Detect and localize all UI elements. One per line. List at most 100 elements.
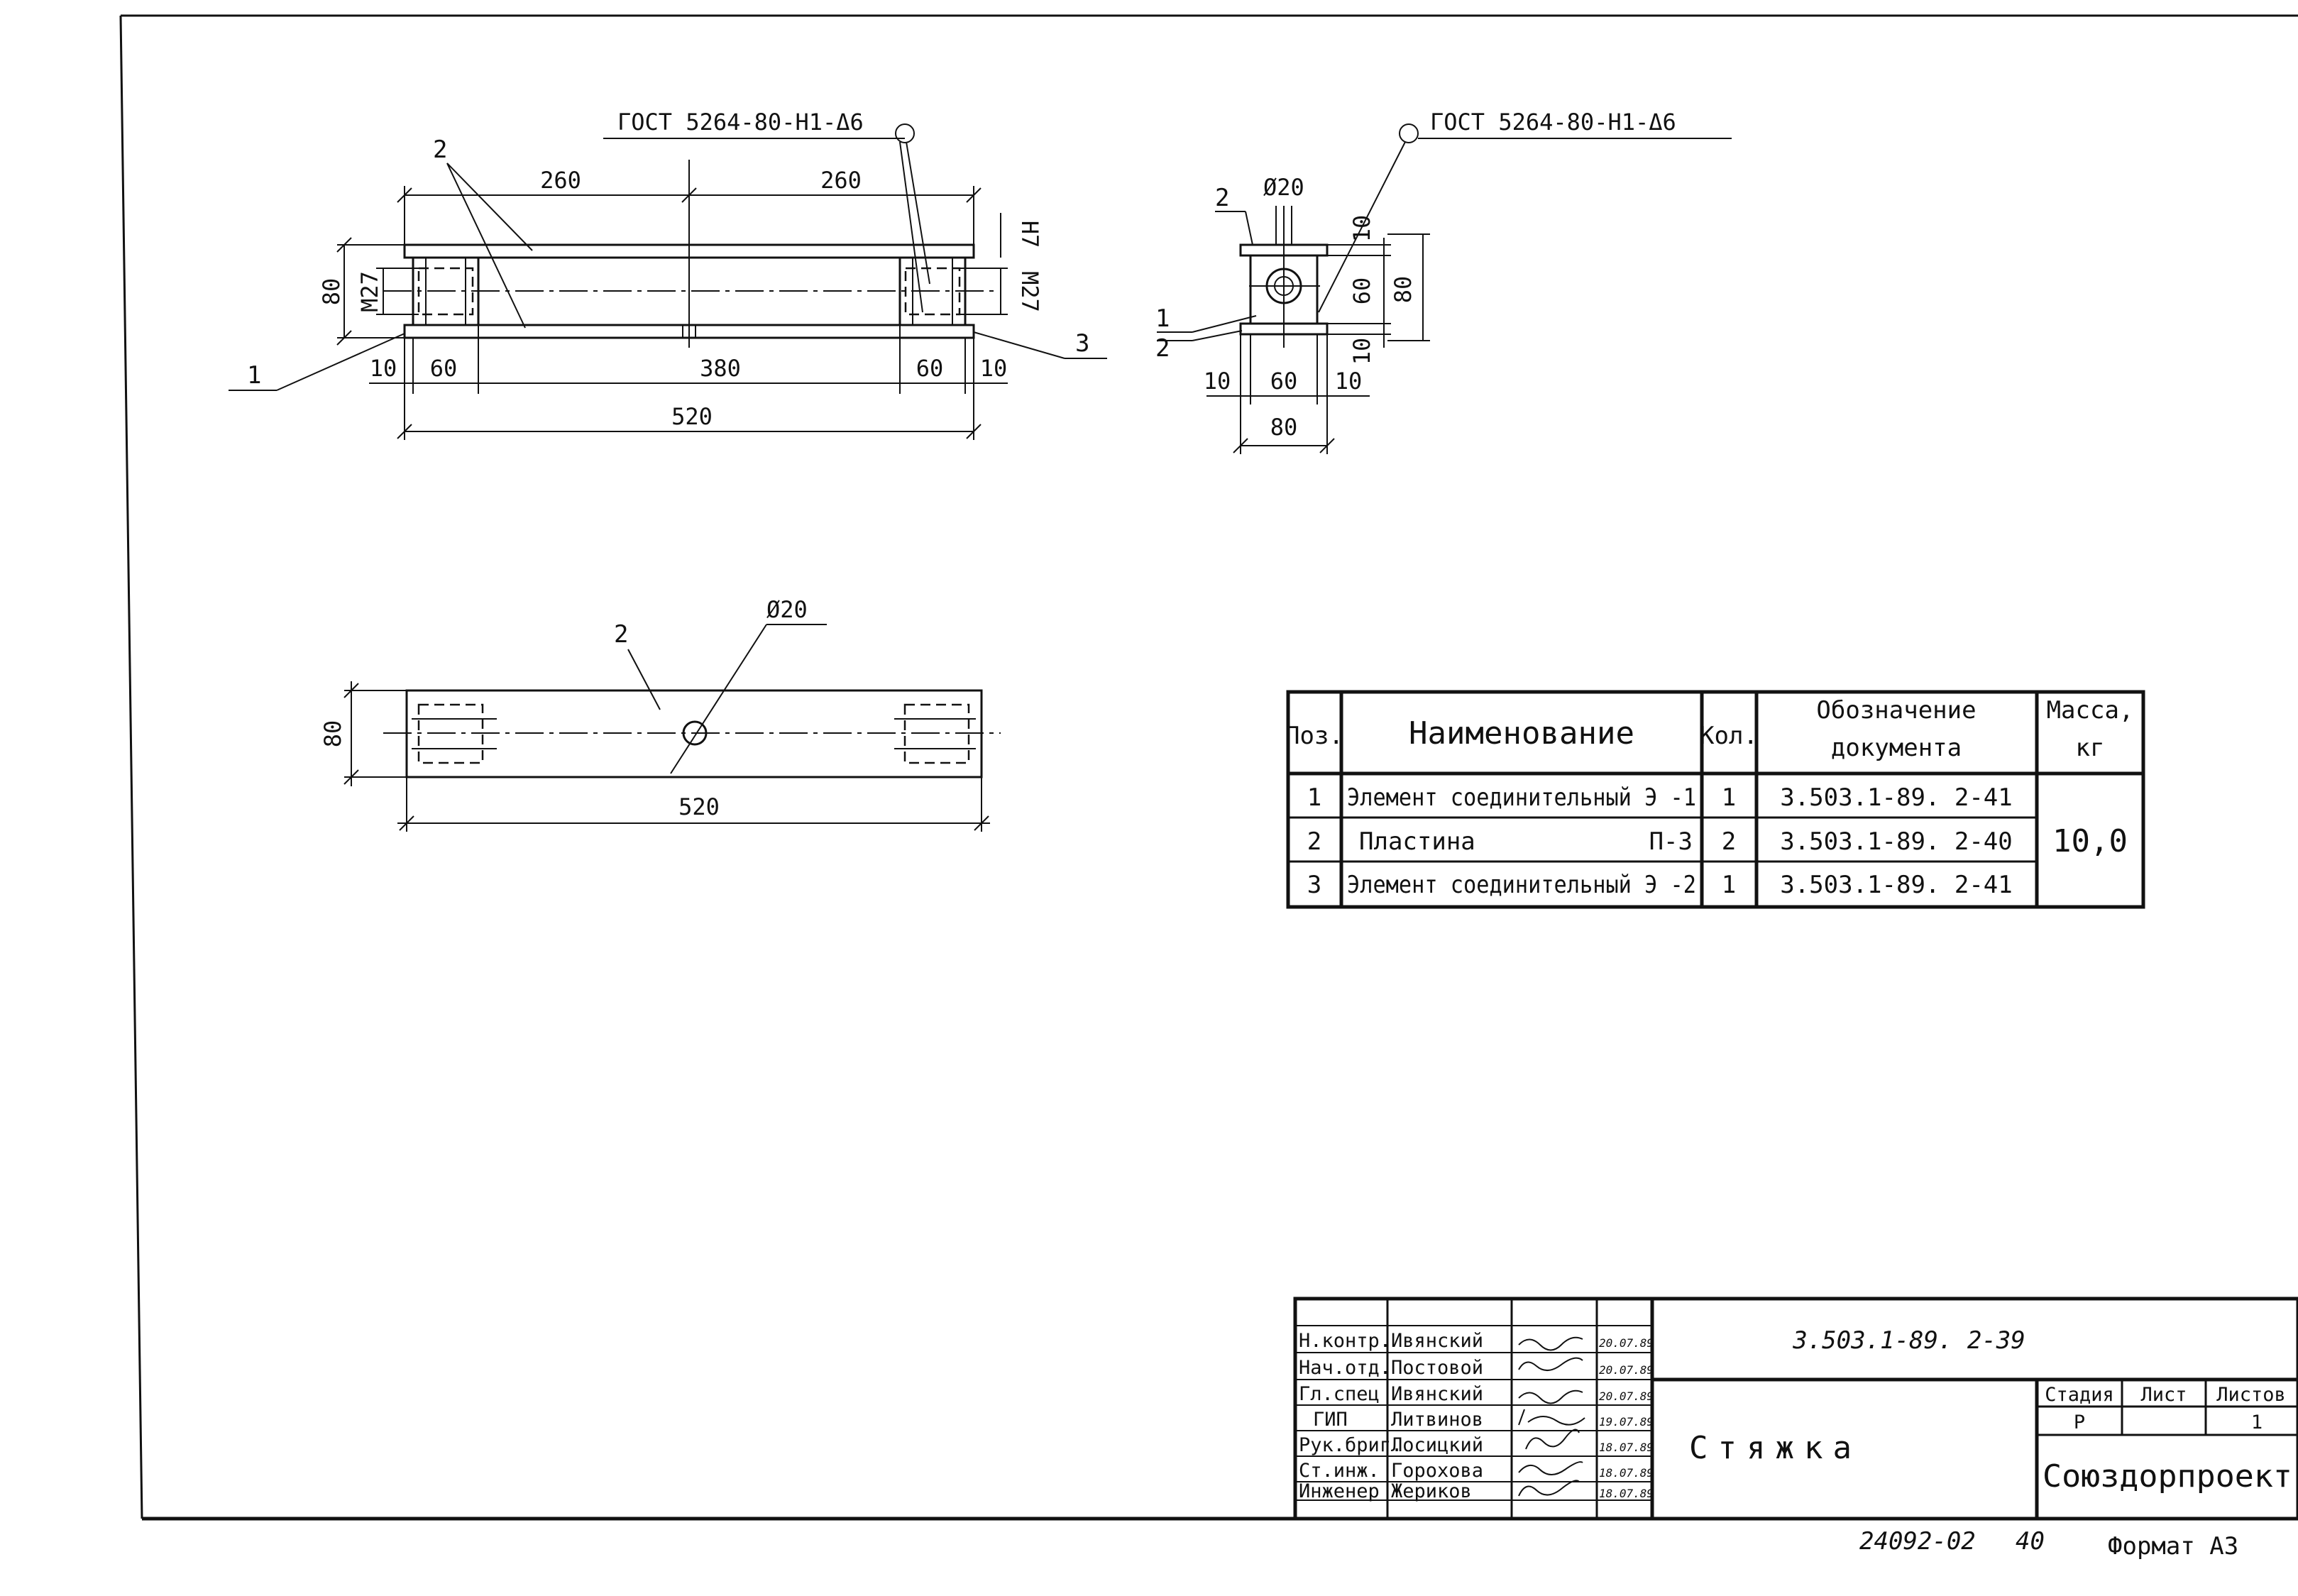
tb-staff-3-role: Гл.спец bbox=[1299, 1383, 1380, 1405]
spec-row-1-doc: 3.503.1-89. 2-41 bbox=[1780, 783, 2013, 812]
tb-staff-4-name: Литвинов bbox=[1391, 1409, 1483, 1431]
tb-staff-3-name: Ивянский bbox=[1391, 1383, 1483, 1405]
footer-archive-number: 24092-02 bbox=[1859, 1527, 1976, 1556]
tb-staff-1-date: 20.07.89 bbox=[1599, 1336, 1654, 1350]
tb-staff-7-role: Инженер bbox=[1299, 1480, 1380, 1502]
front-weld-note: ГОСТ 5264-80-Н1-Δ6 bbox=[617, 109, 864, 136]
spec-header-doc-1: Обозначение bbox=[1816, 696, 1976, 725]
tb-staff-5-name: Лосицкий bbox=[1391, 1434, 1483, 1456]
dim-edge-left: 10 bbox=[370, 355, 397, 382]
plan-hole bbox=[682, 720, 708, 746]
dim-half-left: 260 bbox=[540, 167, 581, 194]
footer-format: Формат А3 bbox=[2108, 1532, 2238, 1561]
plan-view: Ø20 2 80 520 bbox=[319, 596, 1001, 832]
side-callout-1: 1 bbox=[1155, 304, 1170, 333]
tb-staff-6-role: Ст.инж. bbox=[1299, 1460, 1380, 1482]
tb-staff-4-date: 19.07.89 bbox=[1599, 1415, 1654, 1429]
spec-header-mass-1: Масса, bbox=[2047, 696, 2134, 725]
signature-7 bbox=[1518, 1480, 1580, 1497]
tb-staff-2-name: Постовой bbox=[1391, 1357, 1483, 1379]
dim-side-width: 60 bbox=[1270, 368, 1298, 395]
spec-row-1-pos: 1 bbox=[1307, 783, 1321, 812]
signature-5 bbox=[1525, 1429, 1580, 1450]
dim-front-overall: 520 bbox=[671, 403, 713, 430]
spec-row-3-pos: 3 bbox=[1307, 871, 1321, 899]
side-callout-2-top: 2 bbox=[1215, 184, 1229, 212]
spec-row-2-qty: 2 bbox=[1722, 827, 1736, 856]
spec-row-1-qty: 1 bbox=[1722, 783, 1736, 812]
signature-3 bbox=[1518, 1389, 1583, 1404]
front-callout-1: 1 bbox=[247, 361, 261, 390]
dim-side-height: 80 bbox=[1390, 276, 1417, 304]
dim-side-left: 10 bbox=[1204, 368, 1231, 395]
spec-header-doc-2: документа bbox=[1831, 734, 1962, 762]
front-callout-2: 2 bbox=[433, 136, 447, 164]
dim-front-height: 80 bbox=[318, 278, 345, 306]
tb-stage-header: Стадия bbox=[2045, 1384, 2114, 1406]
spec-header-name: Наименование bbox=[1409, 715, 1634, 752]
dim-plan-height: 80 bbox=[319, 720, 346, 748]
spec-row-2-name: Пластина bbox=[1359, 827, 1475, 856]
dim-side-bottom: 10 bbox=[1348, 338, 1375, 365]
tb-staff-5-date: 18.07.89 bbox=[1599, 1441, 1654, 1454]
spec-header-mass-2: кг bbox=[2076, 734, 2105, 762]
side-weld-note: ГОСТ 5264-80-Н1-Δ6 bbox=[1430, 109, 1676, 136]
signature-6 bbox=[1518, 1461, 1583, 1475]
tb-sheets: 1 bbox=[2251, 1411, 2263, 1433]
tb-staff-1-name: Ивянский bbox=[1391, 1330, 1483, 1352]
dim-side-overall: 80 bbox=[1270, 414, 1298, 441]
tb-staff-1-role: Н.контр. bbox=[1299, 1330, 1391, 1352]
dim-middle: 380 bbox=[700, 355, 741, 382]
dim-thread-right: M27 bbox=[1016, 271, 1043, 312]
spec-row-2-mark: П-3 bbox=[1649, 827, 1693, 856]
tb-sheet-header: Лист bbox=[2140, 1384, 2187, 1406]
tb-document-code: 3.503.1-89. 2-39 bbox=[1792, 1326, 2025, 1355]
tb-organization: Союздорпроект bbox=[2043, 1458, 2292, 1495]
signature-2 bbox=[1518, 1357, 1583, 1371]
dim-thread-left: M27 bbox=[356, 271, 383, 312]
tb-staff-5-role: Рук.бриг. bbox=[1299, 1434, 1402, 1456]
tb-staff-7-name: Жериков bbox=[1391, 1480, 1472, 1502]
dim-edge-right: 10 bbox=[980, 355, 1008, 382]
tb-staff-6-name: Горохова bbox=[1391, 1460, 1483, 1482]
front-callout-3: 3 bbox=[1075, 329, 1089, 358]
spec-mass-total: 10,0 bbox=[2052, 823, 2128, 859]
dim-side-right: 10 bbox=[1335, 368, 1363, 395]
plan-hole-label: Ø20 bbox=[766, 596, 808, 623]
tb-staff-7-date: 18.07.89 bbox=[1599, 1487, 1654, 1500]
plan-callout-2: 2 bbox=[614, 620, 628, 649]
dim-side-top: 10 bbox=[1348, 215, 1375, 243]
front-view: 260 260 ГОСТ 5264-80-Н1-Δ6 2 1 3 80 M27 bbox=[229, 109, 1107, 440]
dim-h7: Н7 bbox=[1016, 221, 1043, 248]
side-view: Ø20 ГОСТ 5264-80-Н1-Δ6 2 1 2 10 60 10 80 bbox=[1155, 109, 1732, 454]
footer-page: 40 bbox=[2016, 1527, 2045, 1556]
signature-4 bbox=[1518, 1409, 1585, 1426]
tb-staff-6-date: 18.07.89 bbox=[1599, 1466, 1654, 1480]
spec-header-pos: Поз. bbox=[1285, 722, 1343, 750]
dim-end-right: 60 bbox=[916, 355, 944, 382]
dim-half-right: 260 bbox=[820, 167, 862, 194]
tb-stage: Р bbox=[2074, 1411, 2085, 1433]
tb-staff-2-role: Нач.отд. bbox=[1299, 1357, 1391, 1379]
dim-side-mid: 60 bbox=[1348, 277, 1375, 305]
dim-plan-length: 520 bbox=[678, 793, 720, 820]
title-block: 3.503.1-89. 2-39 Стяжка Союздорпроект Ст… bbox=[1293, 1297, 2298, 1521]
footer: 24092-02 40 Формат А3 bbox=[1859, 1527, 2238, 1561]
signature-1 bbox=[1518, 1336, 1583, 1351]
tb-sheets-header: Листов bbox=[2216, 1384, 2286, 1406]
spec-table: Поз. Наименование Кол. Обозначение докум… bbox=[1285, 690, 2145, 909]
spec-row-3-qty: 1 bbox=[1722, 871, 1736, 899]
spec-row-3-doc: 3.503.1-89. 2-41 bbox=[1780, 871, 2013, 899]
tb-staff-2-date: 20.07.89 bbox=[1599, 1363, 1654, 1377]
sheet-frame bbox=[119, 14, 2298, 1521]
spec-row-1-name: Элемент соединительный Э -1 bbox=[1347, 783, 1696, 812]
spec-row-2-doc: 3.503.1-89. 2-40 bbox=[1780, 827, 2013, 856]
tb-drawing-title: Стяжка bbox=[1689, 1430, 1862, 1466]
side-callout-2-bottom: 2 bbox=[1155, 334, 1170, 363]
spec-header-qty: Кол. bbox=[1700, 722, 1758, 750]
spec-row-3-name: Элемент соединительный Э -2 bbox=[1347, 871, 1696, 899]
spec-row-2-pos: 2 bbox=[1307, 827, 1321, 856]
dim-end-left: 60 bbox=[430, 355, 458, 382]
tb-staff-4-role: ГИП bbox=[1313, 1409, 1348, 1431]
